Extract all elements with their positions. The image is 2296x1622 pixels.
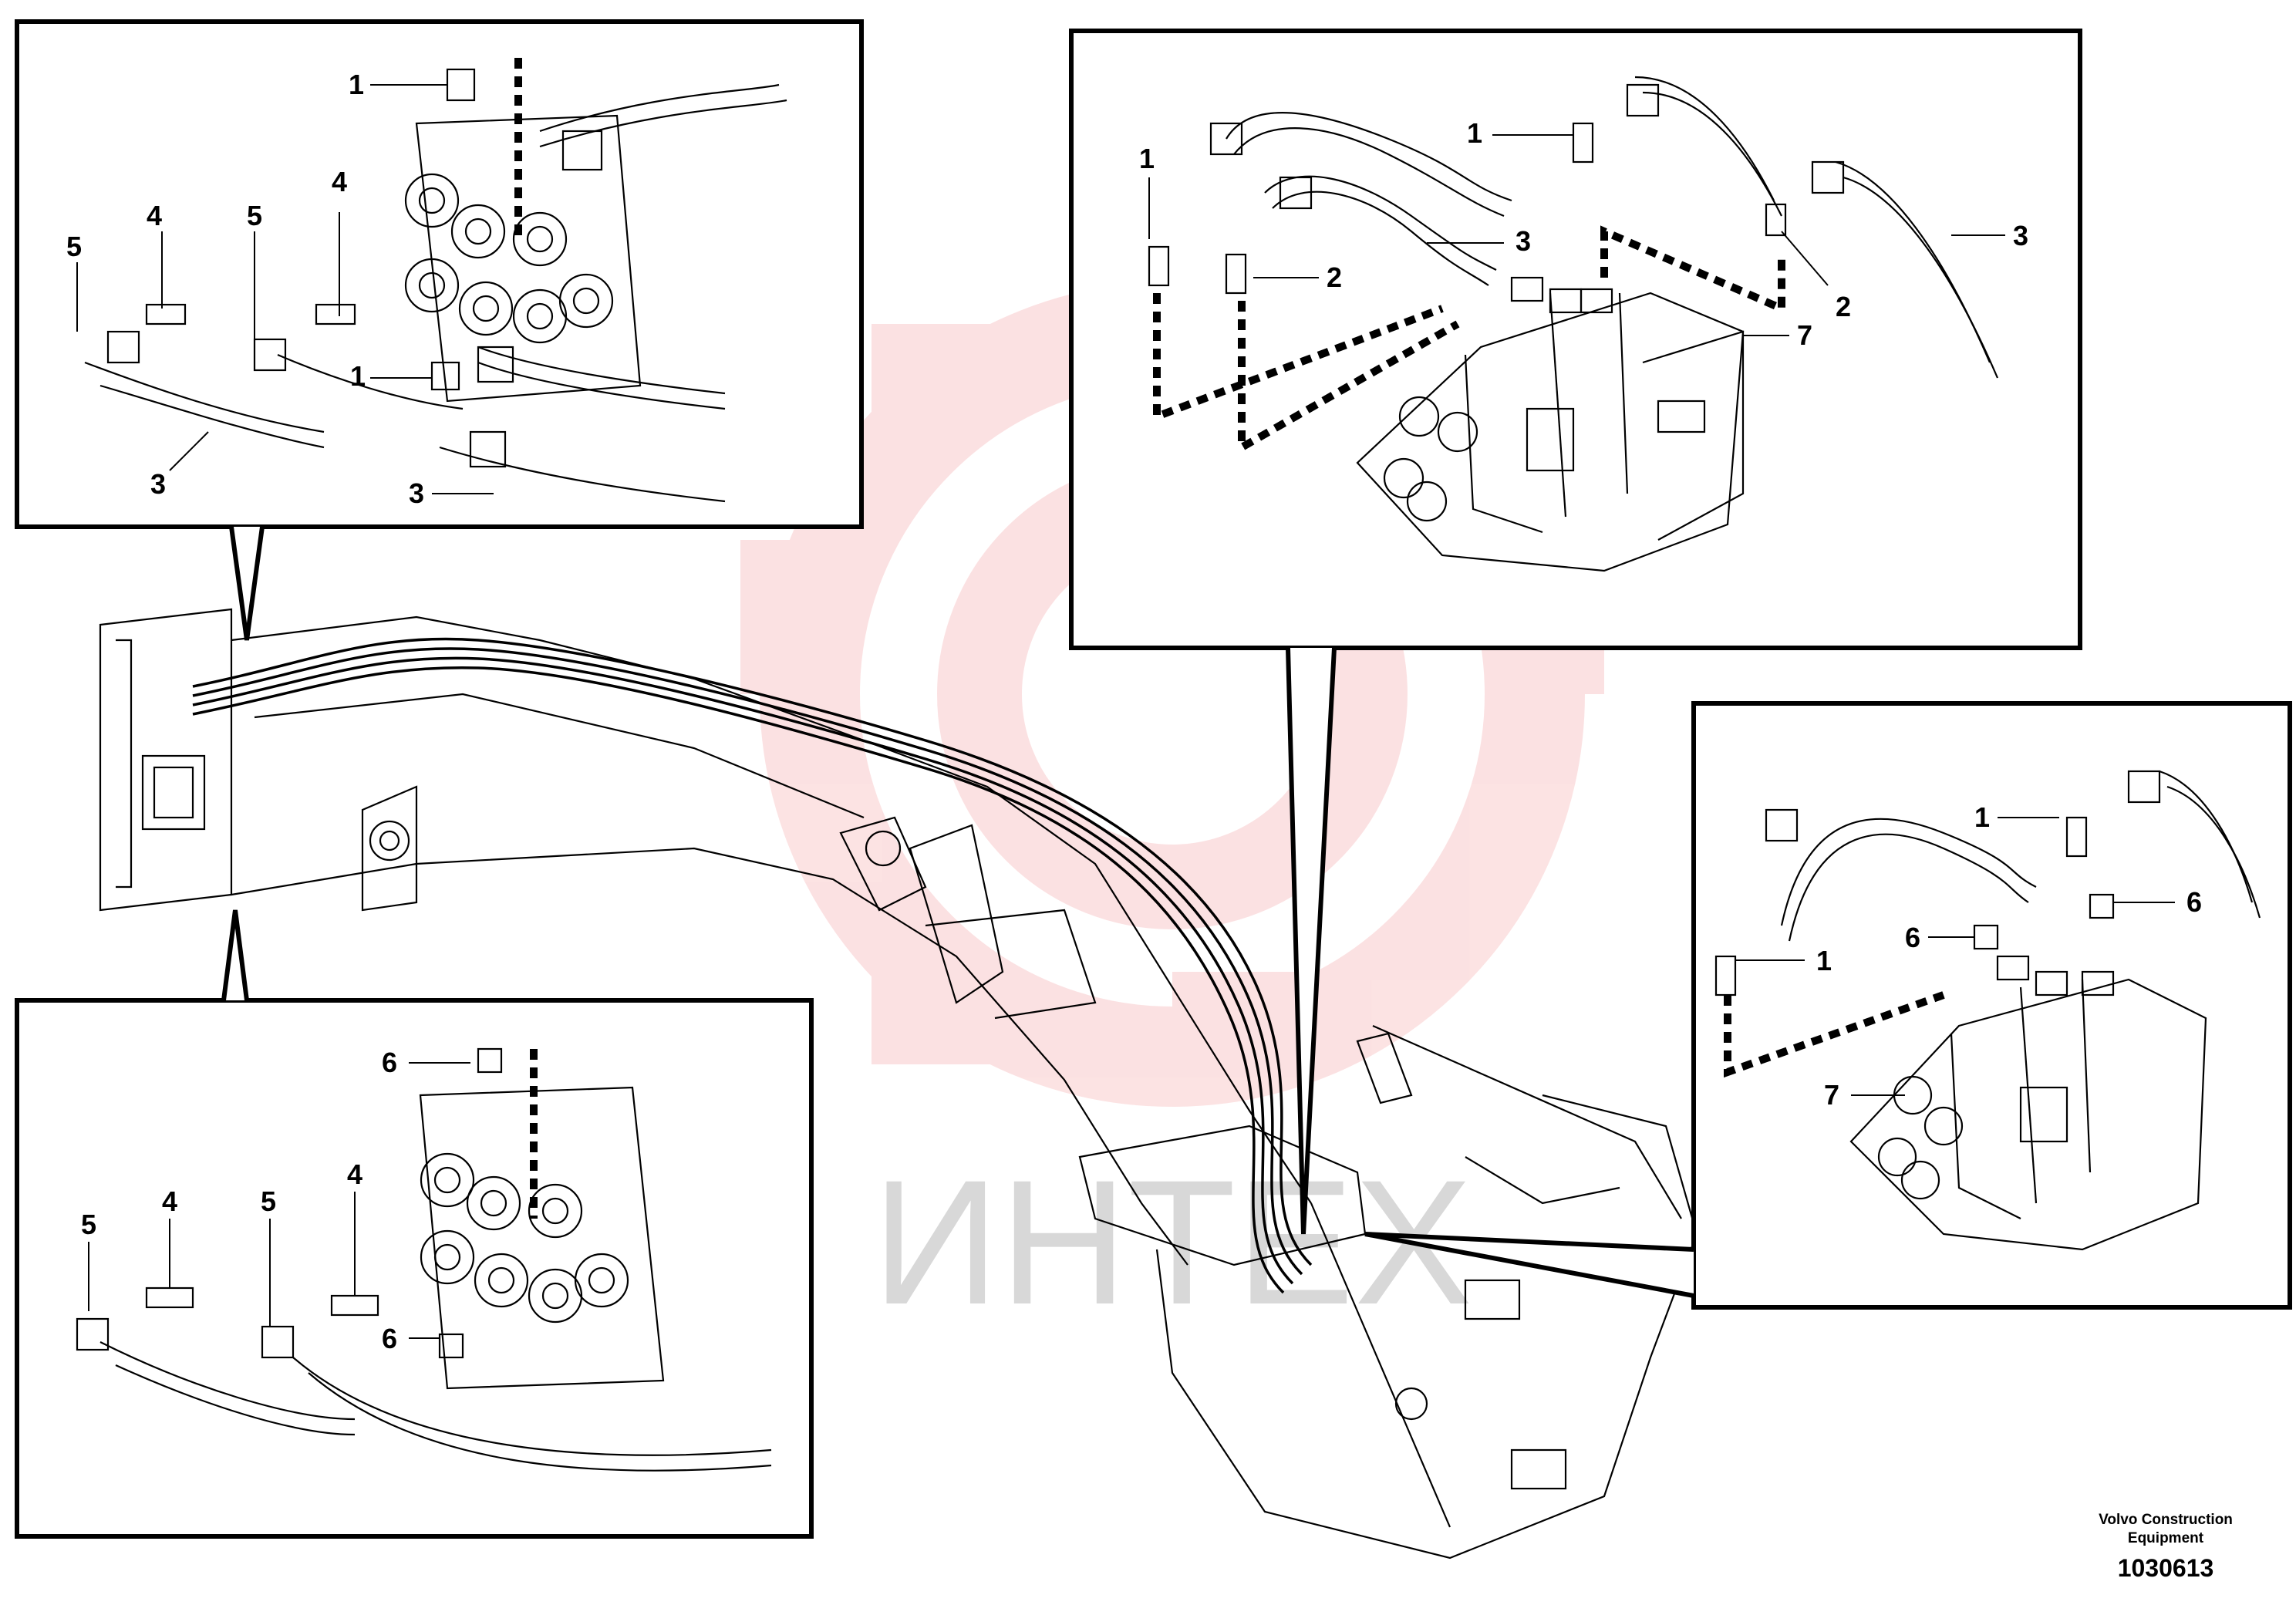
- routing-dashed-line: [1153, 293, 1444, 423]
- callout-label: 6: [2186, 886, 2202, 918]
- callout-label: 4: [147, 200, 162, 231]
- routing-dashed-line: [1600, 225, 1785, 315]
- callout-label: 1: [349, 69, 364, 100]
- brand-line-2: Equipment: [2128, 1530, 2204, 1546]
- detail-box-top-left: 1 4 5 4 5 1 3 3: [15, 19, 864, 641]
- callout-label: 3: [409, 477, 424, 509]
- gear-tooth: [872, 324, 1018, 416]
- detail-box-top-right: 1 1 3 2 2 3 7: [1069, 29, 2082, 1235]
- bulkhead-plate: [419, 1086, 665, 1390]
- footer-brand: Volvo Construction Equipment 1030613: [2099, 1512, 2233, 1582]
- callout-label: 6: [382, 1323, 397, 1354]
- callout-label: 3: [2013, 220, 2028, 251]
- callout-label: 4: [162, 1185, 177, 1217]
- callout-label: 4: [347, 1158, 362, 1190]
- callout-label: 7: [1824, 1079, 1839, 1111]
- callout-label: 5: [66, 231, 82, 262]
- gear-tooth: [740, 540, 833, 694]
- callout-label: 1: [1816, 945, 1832, 976]
- callout-label: 6: [1905, 922, 1920, 953]
- routing-dashed-line: [1724, 991, 1945, 1078]
- callout-label: 7: [1797, 319, 1812, 351]
- gear-tooth: [1172, 972, 1319, 1064]
- callout-label: 6: [382, 1047, 397, 1078]
- callout-label: 1: [1467, 117, 1482, 149]
- callout-label: 2: [1327, 261, 1342, 293]
- gear-tooth: [872, 972, 1018, 1064]
- callout-label: 5: [247, 200, 262, 231]
- callout-label: 1: [350, 360, 366, 392]
- callout-label: 5: [81, 1209, 96, 1240]
- brand-line-1: Volvo Construction: [2099, 1512, 2233, 1528]
- callout-label: 1: [1139, 143, 1155, 174]
- valve-block: [1849, 978, 2207, 1251]
- bulkhead-plate: [415, 114, 642, 403]
- callout-label: 2: [1836, 291, 1851, 322]
- callout-label: 5: [261, 1185, 276, 1217]
- callout-label: 3: [150, 468, 166, 500]
- detail-box-bottom-left: 6 4 5 4 5 6: [15, 909, 814, 1539]
- drawing-number: 1030613: [2118, 1554, 2214, 1582]
- main-frame: [99, 608, 1698, 1560]
- callout-label: 3: [1515, 225, 1531, 257]
- valve-block: [1356, 292, 1745, 572]
- callout-label: 1: [1974, 801, 1990, 833]
- callout-label: 4: [332, 166, 347, 197]
- detail-box-right: 1 6 6 1 7: [1364, 701, 2292, 1310]
- watermark-text: ИНТЕХ: [872, 1143, 1473, 1341]
- hydraulic-hose-bundle: [192, 637, 1313, 1294]
